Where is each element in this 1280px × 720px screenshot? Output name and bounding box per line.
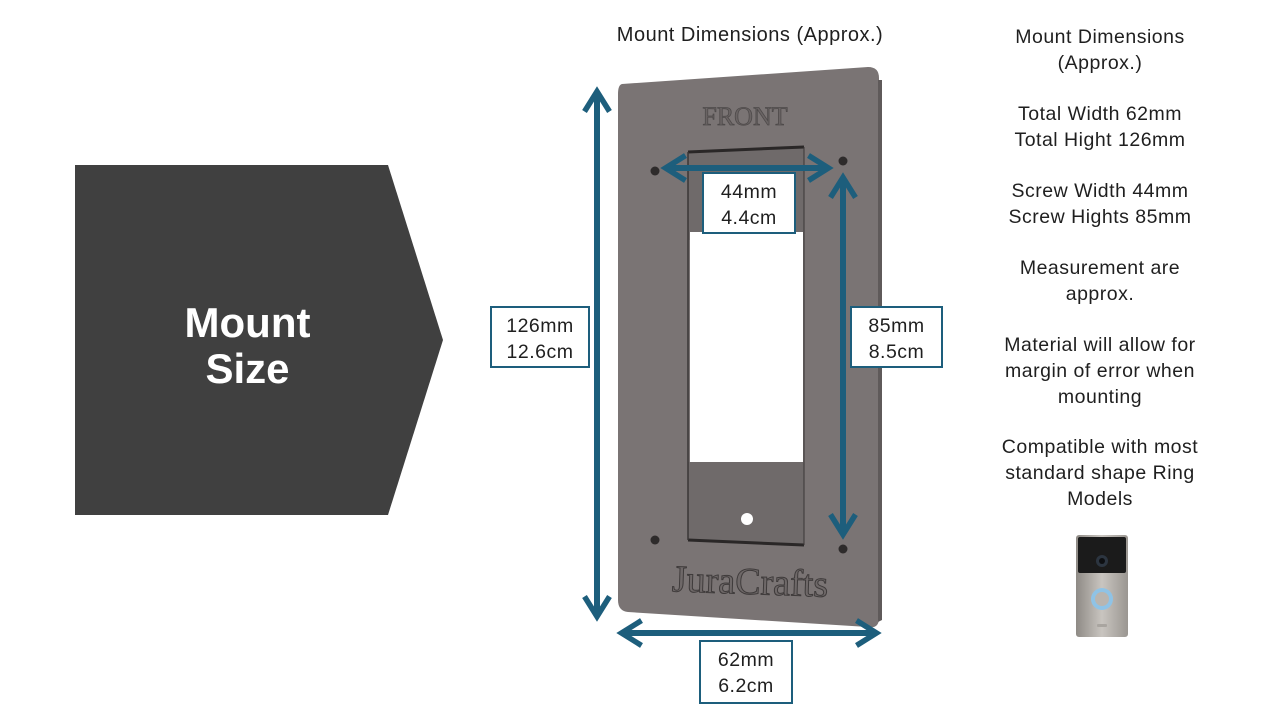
width-cm: 6.2cm	[718, 675, 774, 697]
screw-height-mm: 85mm	[868, 315, 925, 337]
screw-height-text: Screw Hights 85mm	[1008, 206, 1192, 228]
approx-note: Measurement are approx.	[975, 255, 1225, 307]
compat-line1: Compatible with most	[1001, 436, 1199, 458]
screw-hole-top-left	[650, 166, 660, 176]
screw-width-mm: 44mm	[720, 181, 778, 203]
cutout-frame-bottom	[688, 462, 804, 545]
screw-width-cm: 4.4cm	[721, 207, 777, 229]
screw-width-text: Screw Width 44mm	[1011, 180, 1189, 202]
screw-width-label: 44mm 4.4cm	[702, 172, 796, 234]
screw-hole-bottom-left	[650, 535, 660, 545]
sidebar-heading-line1: Mount Dimensions	[1015, 26, 1185, 48]
sidebar-heading-line2: (Approx.)	[1057, 52, 1143, 74]
margin-line2: margin of error when	[1005, 360, 1195, 382]
banner-title-line2: Size	[205, 345, 290, 392]
screw-height-cm: 8.5cm	[868, 341, 925, 363]
brand-engraving: JuraCrafts	[671, 558, 829, 605]
sidebar-heading: Mount Dimensions (Approx.)	[975, 24, 1225, 76]
height-label: 126mm 12.6cm	[490, 306, 590, 368]
screw-dimensions: Screw Width 44mm Screw Hights 85mm	[975, 178, 1225, 230]
total-height-text: Total Hight 126mm	[1014, 129, 1186, 151]
compatibility-note: Compatible with most standard shape Ring…	[975, 434, 1225, 512]
compat-line3: Models	[1067, 488, 1133, 510]
screw-hole-top-right	[838, 156, 848, 166]
diagram-title: Mount Dimensions (Approx.)	[616, 24, 884, 46]
margin-line1: Material will allow for	[1004, 334, 1196, 356]
margin-line3: mounting	[1057, 386, 1143, 408]
total-dimensions: Total Width 62mm Total Hight 126mm	[975, 101, 1225, 153]
compat-line2: standard shape Ring	[1005, 462, 1195, 484]
width-mm: 62mm	[717, 649, 775, 671]
approx-line1: Measurement are	[1019, 257, 1181, 279]
banner-title-line1: Mount	[184, 299, 311, 346]
total-width-text: Total Width 62mm	[1017, 103, 1183, 125]
ring-doorbell-icon	[1076, 535, 1128, 637]
screw-hole-center	[741, 513, 753, 525]
approx-line2: approx.	[1065, 283, 1135, 305]
margin-note: Material will allow for margin of error …	[975, 332, 1225, 410]
screw-height-label: 85mm 8.5cm	[850, 306, 943, 368]
front-label: FRONT	[702, 102, 787, 131]
mount-size-banner	[75, 165, 443, 515]
screw-hole-bottom-right	[838, 544, 848, 554]
width-label: 62mm 6.2cm	[699, 640, 793, 704]
height-cm: 12.6cm	[506, 341, 574, 363]
banner-title: Mount Size	[120, 300, 375, 392]
cutout-window	[690, 232, 803, 462]
height-mm: 126mm	[506, 315, 574, 337]
